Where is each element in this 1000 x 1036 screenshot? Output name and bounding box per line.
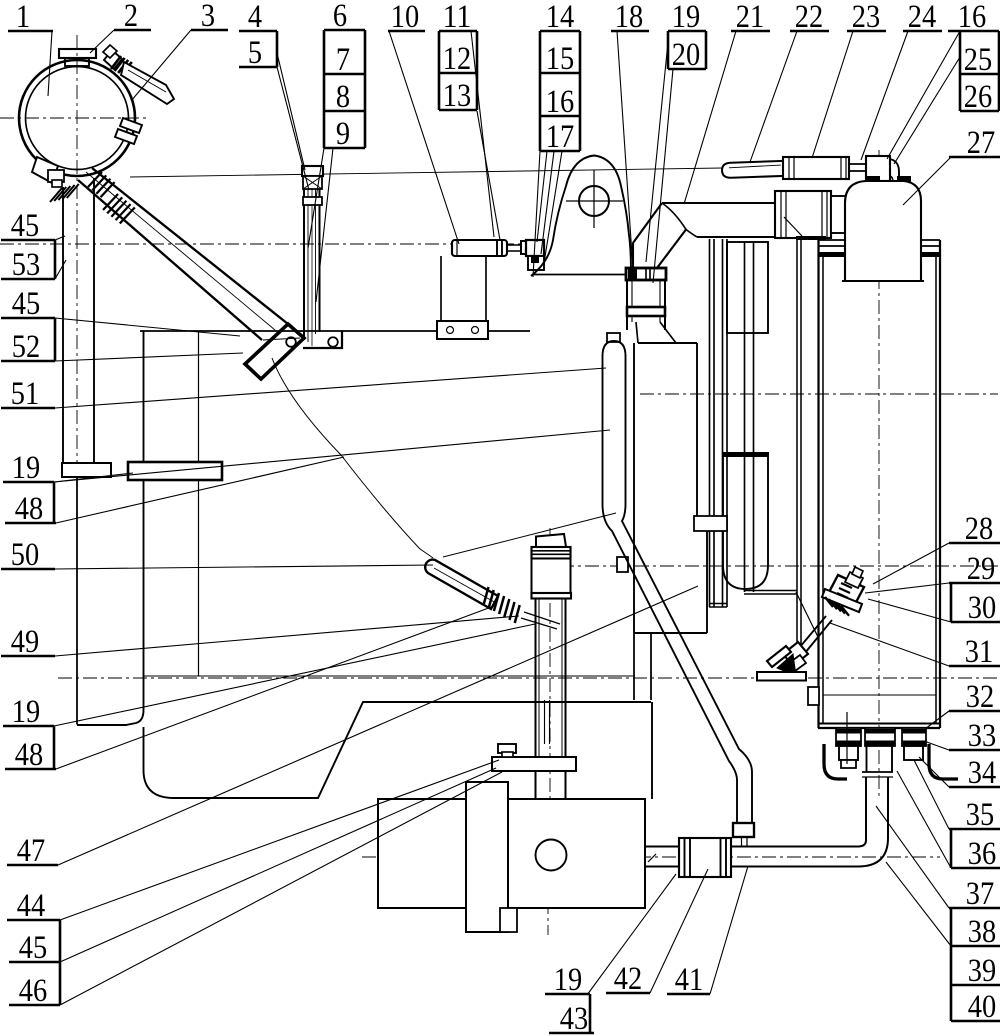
svg-text:31: 31 (965, 634, 993, 670)
svg-text:10: 10 (391, 0, 419, 35)
svg-text:19: 19 (12, 450, 40, 486)
svg-text:4: 4 (248, 0, 262, 35)
svg-text:45: 45 (12, 286, 40, 322)
svg-text:48: 48 (15, 491, 43, 527)
svg-text:44: 44 (17, 888, 45, 924)
svg-text:29: 29 (967, 551, 995, 587)
svg-text:42: 42 (614, 961, 642, 997)
svg-text:13: 13 (443, 78, 471, 114)
svg-text:19: 19 (672, 0, 700, 35)
svg-text:11: 11 (443, 0, 471, 35)
svg-text:7: 7 (336, 42, 350, 78)
svg-text:5: 5 (248, 35, 262, 71)
svg-text:38: 38 (968, 914, 996, 950)
svg-text:2: 2 (124, 0, 138, 34)
svg-text:19: 19 (554, 962, 582, 998)
svg-text:24: 24 (908, 0, 936, 35)
svg-text:25: 25 (964, 42, 992, 78)
svg-text:45: 45 (19, 930, 47, 966)
svg-text:35: 35 (966, 797, 994, 833)
svg-text:9: 9 (336, 116, 350, 152)
svg-text:34: 34 (968, 755, 996, 791)
svg-text:41: 41 (675, 962, 703, 998)
svg-text:30: 30 (968, 590, 996, 626)
svg-text:16: 16 (546, 84, 574, 120)
svg-text:39: 39 (968, 953, 996, 989)
svg-text:15: 15 (546, 41, 574, 77)
svg-text:12: 12 (443, 41, 471, 77)
svg-text:40: 40 (968, 989, 996, 1025)
svg-text:20: 20 (672, 37, 700, 73)
svg-text:53: 53 (12, 247, 40, 283)
svg-text:28: 28 (965, 511, 993, 547)
svg-text:45: 45 (11, 208, 39, 244)
svg-text:27: 27 (967, 125, 995, 161)
svg-text:22: 22 (795, 0, 823, 35)
svg-text:3: 3 (201, 0, 215, 34)
svg-text:17: 17 (546, 119, 574, 155)
svg-text:21: 21 (736, 0, 764, 35)
svg-text:19: 19 (12, 694, 40, 730)
svg-text:26: 26 (964, 79, 992, 115)
svg-text:47: 47 (17, 833, 45, 869)
svg-text:6: 6 (333, 0, 347, 34)
svg-text:46: 46 (19, 973, 47, 1009)
svg-text:18: 18 (615, 0, 643, 35)
svg-text:16: 16 (958, 0, 986, 35)
svg-text:33: 33 (968, 718, 996, 754)
svg-text:14: 14 (546, 0, 574, 35)
svg-text:36: 36 (968, 836, 996, 872)
svg-text:8: 8 (336, 79, 350, 115)
svg-text:49: 49 (11, 624, 39, 660)
svg-text:23: 23 (852, 0, 880, 35)
svg-text:32: 32 (966, 679, 994, 715)
svg-text:37: 37 (966, 876, 994, 912)
svg-text:43: 43 (560, 1001, 588, 1036)
svg-text:50: 50 (11, 537, 39, 573)
svg-text:51: 51 (11, 376, 39, 412)
svg-text:1: 1 (16, 0, 30, 35)
svg-text:52: 52 (12, 329, 40, 365)
svg-text:48: 48 (15, 737, 43, 773)
